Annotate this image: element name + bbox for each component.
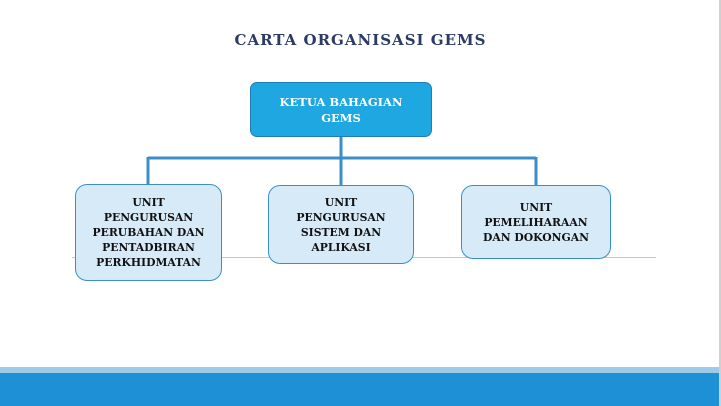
- footer-accent-strip: [0, 367, 721, 373]
- slide-edge: [719, 0, 721, 406]
- footer-bar: [0, 373, 721, 406]
- page-title: CARTA ORGANISASI GEMS: [234, 31, 487, 49]
- org-node-unit-3-label: UNIT PEMELIHARAAN DAN DOKONGAN: [483, 200, 589, 244]
- org-node-unit-1-label: UNIT PENGURUSAN PERUBAHAN DAN PENTADBIRA…: [92, 196, 205, 269]
- org-node-root-label: KETUA BAHAGIAN GEMS: [279, 94, 403, 125]
- org-node-root: KETUA BAHAGIAN GEMS: [250, 82, 432, 137]
- org-node-unit-1: UNIT PENGURUSAN PERUBAHAN DAN PENTADBIRA…: [75, 184, 222, 281]
- org-node-unit-2-label: UNIT PENGURUSAN SISTEM DAN APLIKASI: [296, 195, 386, 254]
- org-node-unit-3: UNIT PEMELIHARAAN DAN DOKONGAN: [461, 185, 611, 259]
- org-node-unit-2: UNIT PENGURUSAN SISTEM DAN APLIKASI: [268, 185, 414, 264]
